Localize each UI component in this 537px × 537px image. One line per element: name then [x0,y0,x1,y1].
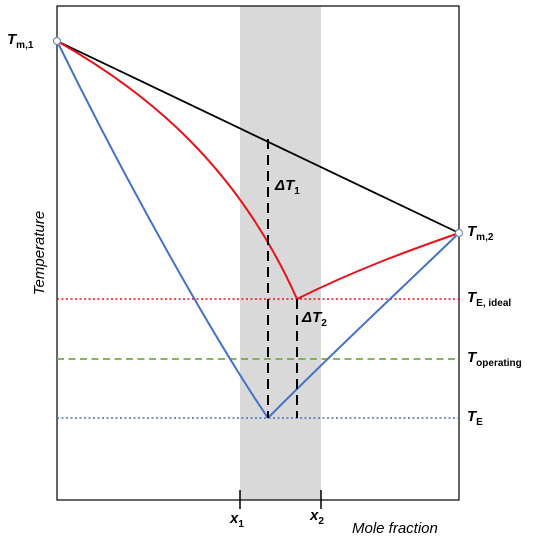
plot-frame [56,5,460,501]
tm1-marker [52,36,62,46]
te-ideal-label: TE, ideal [467,289,511,309]
ideal-liquidus-left [56,40,298,300]
x-axis-label: Mole fraction [352,520,438,537]
ideal-liquidus-right [296,232,460,300]
real-liquidus-left [56,40,269,419]
x2-label: x2 [309,507,324,527]
real-liquidus-right [267,232,460,419]
x1-label: x1 [229,510,244,530]
delta-t1-label: ΔT1 [274,177,300,197]
ideal-solubility-line [56,40,460,234]
shaded-band [240,6,321,500]
y-axis-label: Temperature [31,211,48,296]
tm1-label: Tm,1 [7,31,34,51]
te-label: TE [467,408,483,428]
delta-t2-label: ΔT2 [301,309,327,329]
tm2-label: Tm,2 [467,223,494,243]
t-operating-label: Toperating [467,349,522,369]
tm2-marker [454,228,464,238]
